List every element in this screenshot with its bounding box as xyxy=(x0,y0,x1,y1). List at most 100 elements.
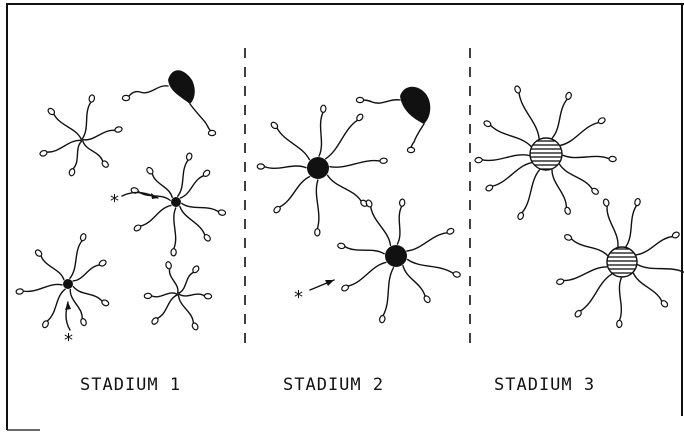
particle-arm-head xyxy=(483,120,492,128)
particle-arm-head xyxy=(564,206,571,215)
particle-arm xyxy=(72,140,83,170)
particle-arm-head xyxy=(185,152,193,161)
particle-arm-head xyxy=(356,113,364,122)
particle-arm xyxy=(181,202,220,213)
particle-arm xyxy=(406,232,448,252)
particle-arm xyxy=(579,273,613,312)
particle-arm xyxy=(69,239,83,279)
particle-arm-head xyxy=(79,233,87,242)
particle-arm xyxy=(489,124,532,147)
particle-arm-head xyxy=(146,166,154,175)
particle-arm xyxy=(370,205,392,246)
particle-arm xyxy=(168,267,179,294)
particle-arm xyxy=(632,272,663,303)
stage-label-3: STADIUM 3 xyxy=(494,375,595,395)
svg-text:*: * xyxy=(64,330,73,351)
particle-arm-head xyxy=(634,197,641,207)
particle-arm xyxy=(625,204,638,248)
particle-arm-head xyxy=(320,104,327,113)
particle-core-filled xyxy=(307,157,329,179)
particle-arm-head xyxy=(474,156,483,164)
stage-label-1: STADIUM 1 xyxy=(80,375,181,395)
particle-arm xyxy=(406,258,455,275)
particle-arm xyxy=(276,127,311,161)
particle-arm xyxy=(263,165,307,169)
svg-text:*: * xyxy=(294,287,303,308)
particle-arm xyxy=(382,267,395,317)
particle-arm xyxy=(570,238,609,257)
particle-arm xyxy=(177,294,195,324)
particle-arm-head xyxy=(485,184,494,192)
particle-arm-head xyxy=(165,261,172,270)
particle-dot-small-2 xyxy=(130,152,227,257)
particle-arm-head xyxy=(203,292,213,300)
particle-arm xyxy=(606,205,619,248)
particle-core-striped xyxy=(606,246,638,278)
particle-arm xyxy=(635,235,674,256)
particle-arm-head xyxy=(217,209,227,216)
particle-arm-head xyxy=(517,211,525,221)
particle-arm xyxy=(177,271,195,294)
particle-arm xyxy=(82,140,104,163)
particle-arm-head xyxy=(341,284,350,292)
particle-arm-head xyxy=(202,169,211,178)
particle-arm xyxy=(551,98,568,139)
particle-arm-head xyxy=(314,228,321,237)
particle-arm xyxy=(46,139,82,153)
particle-arm-head xyxy=(379,314,386,324)
particle-arm-head xyxy=(365,199,373,208)
particle-arm xyxy=(562,154,610,160)
particle-arm-head xyxy=(398,198,406,207)
particle-arm-head xyxy=(191,322,199,331)
particle-core-filled xyxy=(171,197,181,207)
particle-arm xyxy=(72,264,101,282)
particle-arm xyxy=(46,288,66,322)
particle-arm-head xyxy=(39,149,48,157)
particle-arm-head xyxy=(565,91,572,100)
particle-arm-head xyxy=(379,157,388,165)
particle-arm xyxy=(179,175,205,199)
particle-arm-head xyxy=(671,231,680,239)
particle-arm-head xyxy=(47,107,56,116)
particle-arm-head xyxy=(574,309,582,318)
particle-arm xyxy=(177,159,189,197)
particle-arm xyxy=(551,169,568,209)
particle-striped-8 xyxy=(556,197,684,329)
particle-arm xyxy=(53,113,82,140)
particle-arm xyxy=(329,159,381,168)
particle-arm xyxy=(347,261,387,287)
particle-arm xyxy=(618,277,623,322)
particle-arm xyxy=(402,265,426,297)
particle-arm-head xyxy=(34,249,43,257)
particle-arm xyxy=(318,111,324,157)
particle-filled-6 xyxy=(337,198,461,324)
particle-arm-head xyxy=(446,227,455,235)
particle-arm-head xyxy=(270,121,279,130)
particle-arm-head xyxy=(15,288,24,295)
particle-core-filled xyxy=(385,245,407,267)
particle-arm xyxy=(150,292,178,298)
particle-dot-small-3 xyxy=(15,233,110,329)
marker-star-2: * xyxy=(64,301,73,351)
receptor-shape-stage-2 xyxy=(355,86,431,154)
particle-arm xyxy=(481,154,530,162)
particle-arm xyxy=(326,174,362,202)
particle-arm-head xyxy=(203,233,211,242)
particle-arm-head xyxy=(337,242,346,250)
particle-arm xyxy=(344,245,385,255)
particle-arm-head xyxy=(616,319,623,329)
particle-arm xyxy=(396,205,403,245)
particle-arm xyxy=(491,162,533,187)
particle-arm xyxy=(179,205,206,236)
particle-arm-head xyxy=(556,278,565,286)
particle-arm xyxy=(559,121,600,146)
particle-arm-head xyxy=(151,317,159,325)
particle-filled-5 xyxy=(256,104,388,237)
particle-arm-head xyxy=(88,94,96,103)
particle-layer xyxy=(15,85,684,331)
particle-arm-head xyxy=(143,292,153,300)
particle-arm-head xyxy=(452,271,461,278)
particle-arm xyxy=(82,129,116,141)
particle-arm-head xyxy=(68,168,76,177)
particle-arm xyxy=(81,101,92,140)
